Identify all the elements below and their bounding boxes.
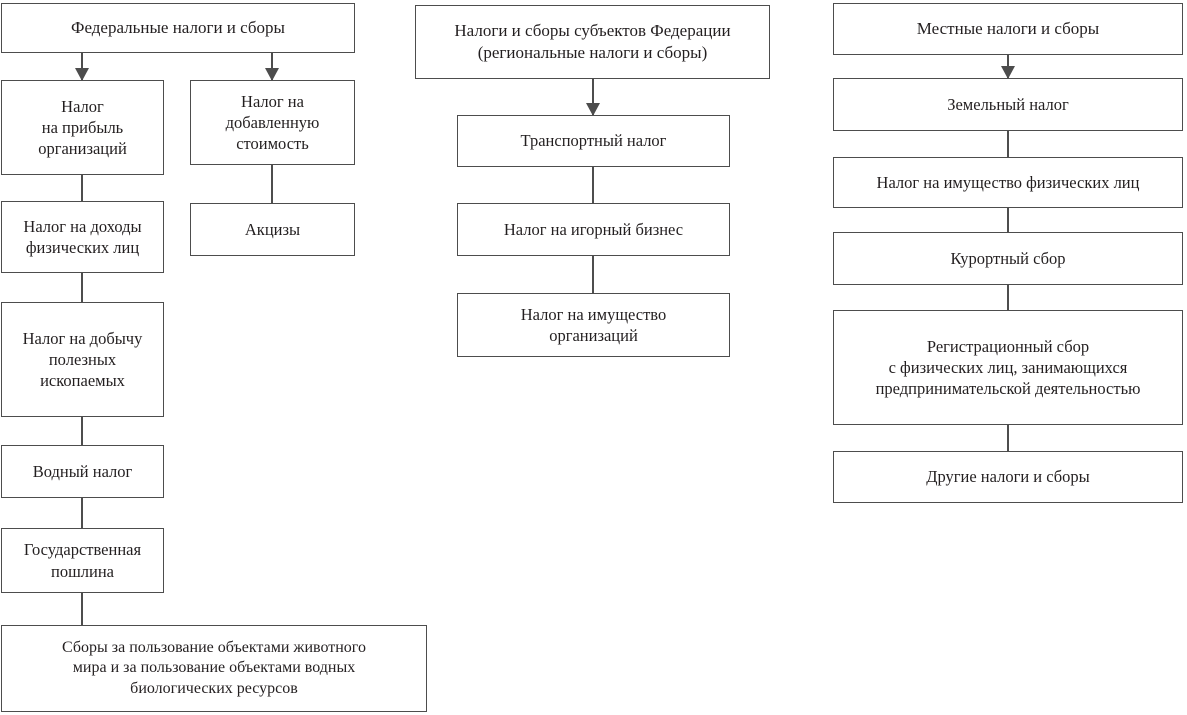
arrow-regional-header-to-transport	[592, 79, 594, 115]
connector-gambling-to-property	[592, 256, 594, 293]
node-federal-excise: Акцизы	[190, 203, 355, 256]
connector-profit-to-income	[81, 175, 83, 201]
node-federal-state-duty: Государственная пошлина	[1, 528, 164, 593]
node-regional-property-tax: Налог на имущество организаций	[457, 293, 730, 357]
node-local-other-taxes: Другие налоги и сборы	[833, 451, 1183, 503]
node-regional-gambling-tax: Налог на игорный бизнес	[457, 203, 730, 256]
node-federal-income-tax: Налог на доходы физических лиц	[1, 201, 164, 273]
node-federal-fauna-fees: Сборы за пользование объектами животного…	[1, 625, 427, 712]
connector-water-to-duty	[81, 498, 83, 528]
connector-land-to-property	[1007, 131, 1009, 157]
connector-vat-to-excise	[271, 165, 273, 203]
connector-registration-to-other	[1007, 425, 1009, 451]
node-federal-profit-tax: Налог на прибыль организаций	[1, 80, 164, 175]
node-federal-water-tax: Водный налог	[1, 445, 164, 498]
node-federal-header: Федеральные налоги и сборы	[1, 3, 355, 53]
node-federal-vat: Налог на добавленную стоимость	[190, 80, 355, 165]
arrow-federal-header-to-vat	[271, 53, 273, 80]
arrow-local-header-to-land	[1007, 55, 1009, 78]
connector-mining-to-water	[81, 417, 83, 445]
node-regional-header: Налоги и сборы субъектов Федерации (реги…	[415, 5, 770, 79]
connector-resort-to-registration	[1007, 285, 1009, 310]
node-local-property-tax: Налог на имущество физических лиц	[833, 157, 1183, 208]
node-local-land-tax: Земельный налог	[833, 78, 1183, 131]
connector-transport-to-gambling	[592, 167, 594, 203]
connector-income-to-mining	[81, 273, 83, 302]
arrow-federal-header-to-profit	[81, 53, 83, 80]
node-federal-mining-tax: Налог на добычу полезных ископаемых	[1, 302, 164, 417]
connector-duty-to-fauna	[81, 593, 83, 625]
node-local-header: Местные налоги и сборы	[833, 3, 1183, 55]
node-local-resort-fee: Курортный сбор	[833, 232, 1183, 285]
node-regional-transport-tax: Транспортный налог	[457, 115, 730, 167]
node-local-registration-fee: Регистрационный сбор с физических лиц, з…	[833, 310, 1183, 425]
connector-property-to-resort	[1007, 208, 1009, 232]
